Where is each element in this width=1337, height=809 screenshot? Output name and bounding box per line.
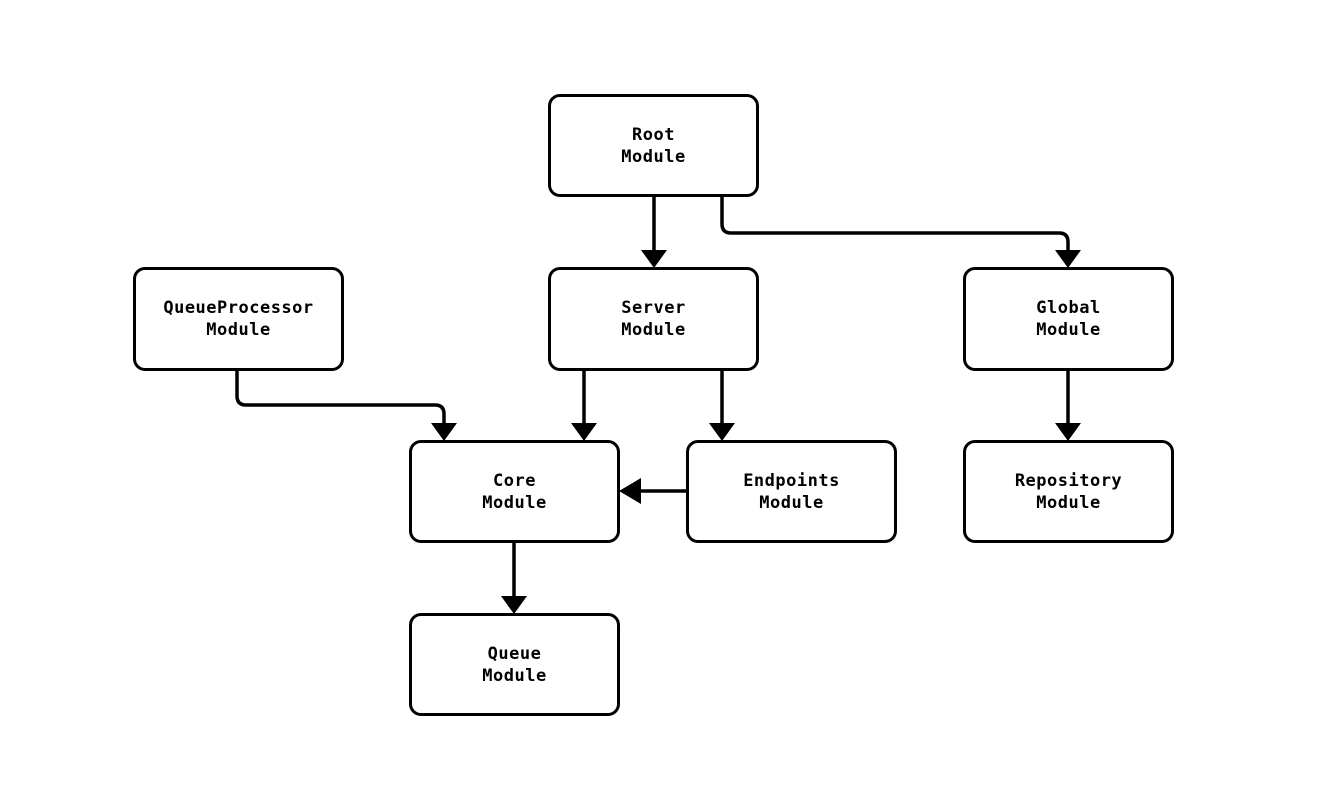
node-global-module[interactable]: Global Module xyxy=(963,267,1174,371)
node-endpoints-module[interactable]: Endpoints Module xyxy=(686,440,897,543)
edge-root-to-global xyxy=(720,197,1070,252)
edge-root-to-server-arrowhead xyxy=(641,250,667,268)
node-server-module[interactable]: Server Module xyxy=(548,267,759,371)
node-queueprocessor-module[interactable]: QueueProcessor Module xyxy=(133,267,344,371)
node-queueprocessor-module-label: QueueProcessor Module xyxy=(163,298,314,340)
edge-queueprocessor-to-core-arrowhead xyxy=(431,423,457,441)
node-queue-module[interactable]: Queue Module xyxy=(409,613,620,716)
node-root-module[interactable]: Root Module xyxy=(548,94,759,197)
node-core-module-label: Core Module xyxy=(482,470,547,513)
node-server-module-label: Server Module xyxy=(621,298,686,340)
node-repository-module-label: Repository Module xyxy=(1014,470,1123,513)
node-endpoints-module-label: Endpoints Module xyxy=(743,470,840,513)
node-repository-module[interactable]: Repository Module xyxy=(963,440,1174,543)
edge-server-to-endpoints-arrowhead xyxy=(709,423,735,441)
node-root-module-label: Root Module xyxy=(621,124,686,167)
node-core-module[interactable]: Core Module xyxy=(409,440,620,543)
edge-queueprocessor-to-core xyxy=(235,371,446,425)
node-global-module-label: Global Module xyxy=(1036,298,1101,340)
edge-core-to-queue-arrowhead xyxy=(501,596,527,614)
edge-endpoints-to-core-arrowhead xyxy=(619,478,641,504)
edge-root-to-global-arrowhead xyxy=(1055,250,1081,268)
edge-server-to-core-arrowhead xyxy=(571,423,597,441)
node-queue-module-label: Queue Module xyxy=(482,643,547,686)
edge-global-to-repository-arrowhead xyxy=(1055,423,1081,441)
